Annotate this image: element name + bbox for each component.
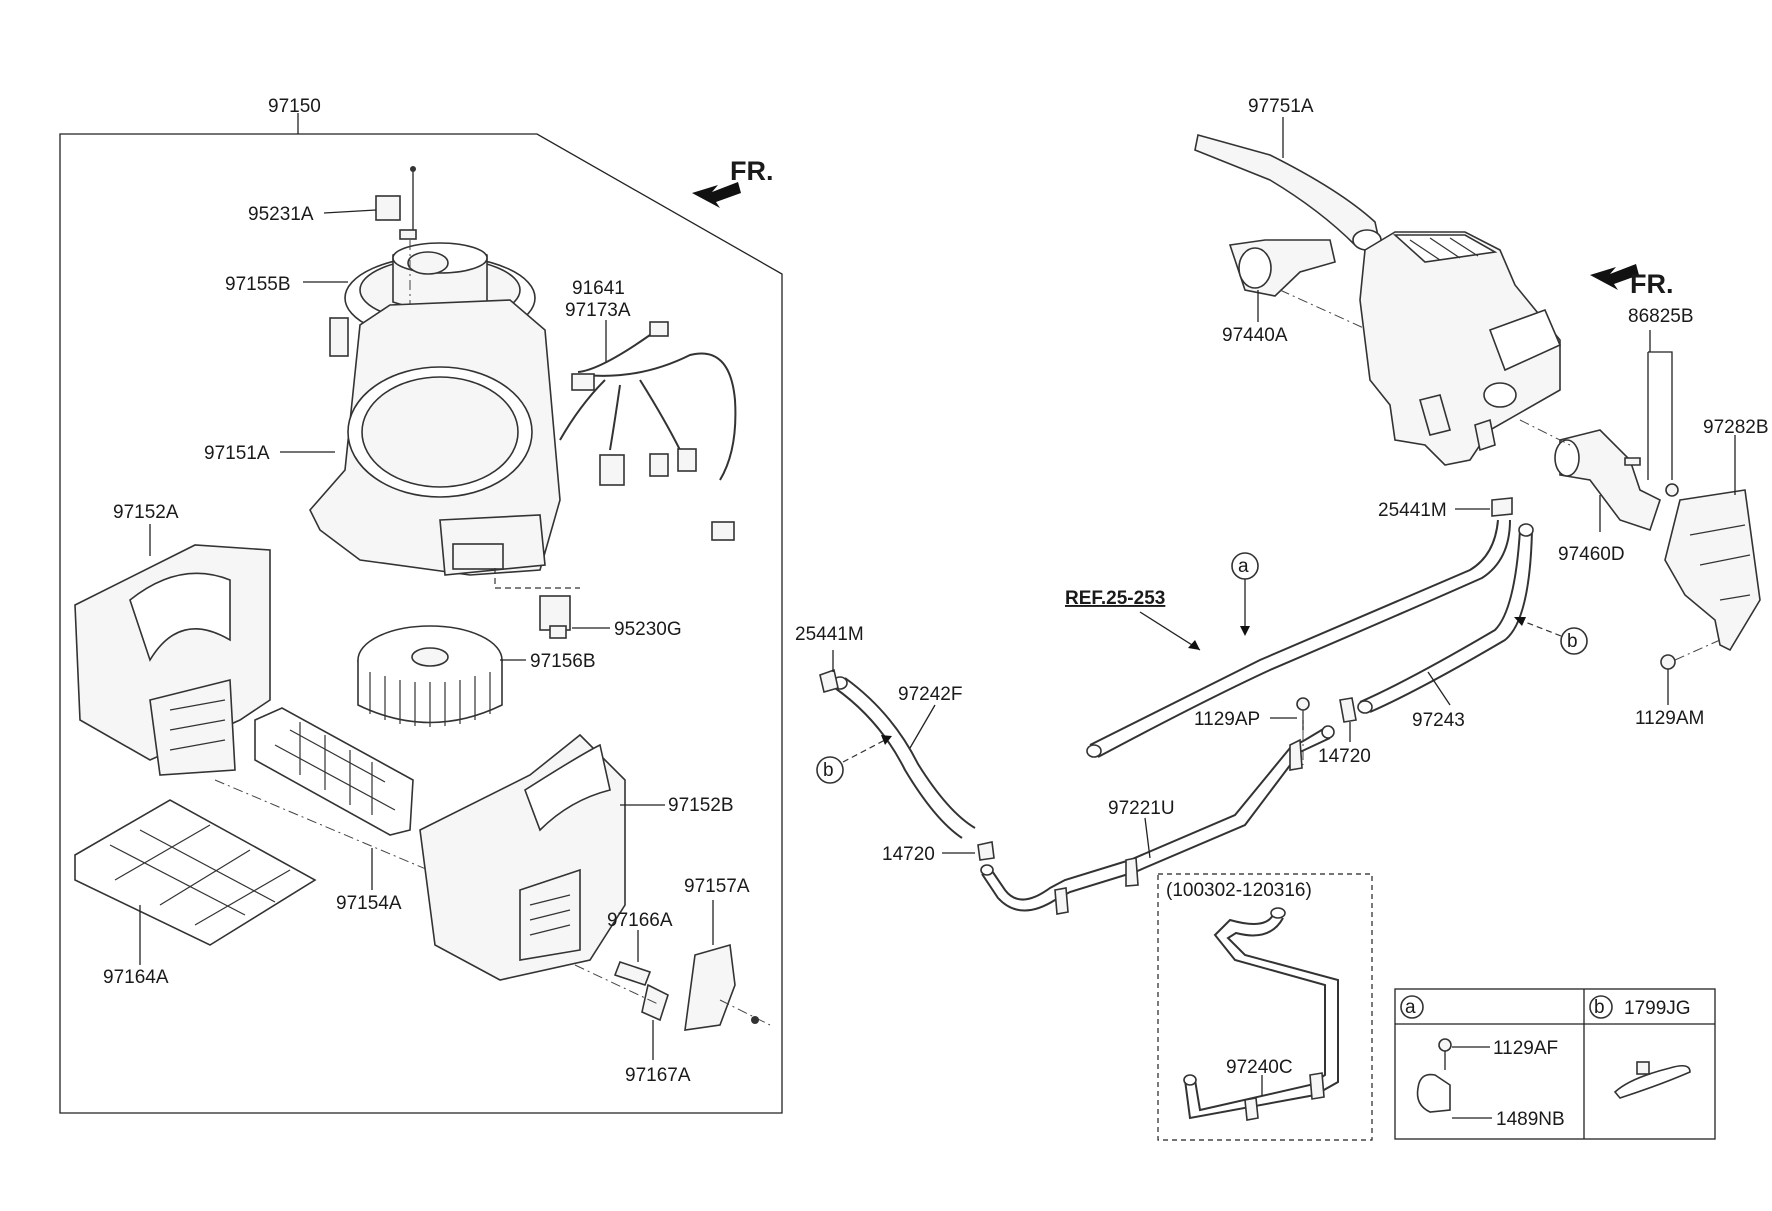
assembly-frame: [59, 133, 783, 1114]
label-97282B: 97282B: [1703, 417, 1769, 438]
part-97156B-blower-fan: 97156B: [357, 625, 596, 727]
part-1129AP-bolt: 1129AP: [1194, 697, 1310, 765]
part-97151A-blower-case: 97151A: [204, 299, 561, 576]
fr-text-right: FR.: [1630, 269, 1674, 299]
label-97164A: 97164A: [103, 967, 169, 988]
part-95230G: 95230G: [494, 568, 682, 640]
part-97166A: 97166A: [607, 910, 673, 987]
callout-b-left: b: [816, 735, 892, 784]
part-97157A: 97157A: [684, 876, 771, 1031]
part-1129AM-bolt: 1129AM: [1635, 639, 1721, 729]
label-97460D: 97460D: [1558, 544, 1625, 565]
blower-assembly-group: 97150 FR. 95231A 97155B 91: [59, 96, 783, 1114]
part-97751A-duct: 97751A: [1194, 96, 1382, 251]
legend-a-text: a: [1405, 997, 1416, 1018]
callout-b-main: b: [1514, 617, 1588, 655]
label-97155B: 97155B: [225, 274, 291, 295]
label-97440A: 97440A: [1222, 325, 1288, 346]
label-1799JG: 1799JG: [1624, 998, 1691, 1019]
label-97156B: 97156B: [530, 651, 596, 672]
front-direction-arrow-right: FR.: [1590, 264, 1674, 299]
alternate-part-box: (100302-120316) 97240C: [1157, 873, 1373, 1141]
label-97167A: 97167A: [625, 1065, 691, 1086]
label-91641: 91641: [572, 278, 625, 299]
part-25441M-clamp-right: 25441M: [1378, 497, 1513, 521]
part-97167A: 97167A: [574, 964, 691, 1086]
part-97164A-air-filter: 97164A: [74, 799, 317, 988]
label-97152B: 97152B: [668, 795, 734, 816]
label-97150: 97150: [268, 96, 321, 117]
part-97242F-hose: 97242F: [832, 676, 976, 839]
label-1129AM: 1129AM: [1635, 708, 1704, 729]
label-97240C: 97240C: [1226, 1057, 1293, 1078]
label-14720-right: 14720: [1318, 746, 1371, 767]
label-97751A: 97751A: [1248, 96, 1314, 117]
ref-25-253: REF.25-253: [1065, 588, 1201, 651]
heater-unit: [1359, 231, 1562, 466]
label-25441M-right: 25441M: [1378, 500, 1447, 521]
label-86825B: 86825B: [1628, 306, 1694, 327]
label-95231A: 95231A: [248, 204, 314, 225]
part-14720-clamp-left: 14720: [882, 841, 995, 865]
label-97242F: 97242F: [898, 684, 962, 705]
hose-upper: [1086, 519, 1511, 758]
label-97157A: 97157A: [684, 876, 750, 897]
label-14720-left: 14720: [882, 844, 935, 865]
part-97282B-bracket: 97282B: [1664, 417, 1769, 652]
part-86825B: 86825B: [1624, 306, 1694, 497]
label-1129AP: 1129AP: [1194, 709, 1260, 730]
label-95230G: 95230G: [614, 619, 682, 640]
callout-b-left-text: b: [823, 760, 834, 781]
legend-b-text: b: [1594, 997, 1605, 1018]
label-97173A: 97173A: [565, 300, 631, 321]
fr-text-left: FR.: [730, 156, 774, 186]
part-97440A-duct: 97440A: [1222, 239, 1391, 346]
callout-b-main-text: b: [1567, 631, 1578, 652]
front-direction-arrow-left: FR.: [692, 156, 774, 208]
label-1489NB: 1489NB: [1496, 1109, 1565, 1130]
label-97151A: 97151A: [204, 443, 270, 464]
part-97460D-duct: 97460D: [1519, 419, 1661, 565]
label-1129AF: 1129AF: [1493, 1038, 1558, 1059]
label-97243: 97243: [1412, 710, 1465, 731]
date-range-text: (100302-120316): [1166, 880, 1312, 901]
label-97154A: 97154A: [336, 893, 402, 914]
callout-a-main: a: [1231, 552, 1259, 636]
legend-table: a b 1799JG 1129AF 1489NB: [1394, 988, 1716, 1140]
label-25441M-left: 25441M: [795, 624, 864, 645]
part-97221U-pipe: 97221U: [980, 725, 1335, 915]
part-95231A: 95231A: [248, 166, 417, 240]
part-97152A-intake-case: 97152A: [74, 502, 271, 776]
label-97166A: 97166A: [607, 910, 673, 931]
label-97221U: 97221U: [1108, 798, 1175, 819]
label-97152A: 97152A: [113, 502, 179, 523]
part-25441M-clamp-left: 25441M: [795, 624, 864, 693]
part-97152B-lower-case: 97152B: [419, 733, 734, 981]
ref-25-253-text: REF.25-253: [1065, 588, 1165, 609]
callout-a-main-text: a: [1238, 556, 1249, 577]
part-97154A-filter-cover: 97154A: [214, 707, 441, 914]
part-97173A-wiring-harness: 91641 97173A: [559, 278, 737, 541]
hose-97243: 97243: [1357, 523, 1534, 731]
heater-assembly-group: 97751A 97440A FR.: [795, 96, 1769, 1141]
part-14720-clamp-right: 14720: [1318, 697, 1371, 767]
